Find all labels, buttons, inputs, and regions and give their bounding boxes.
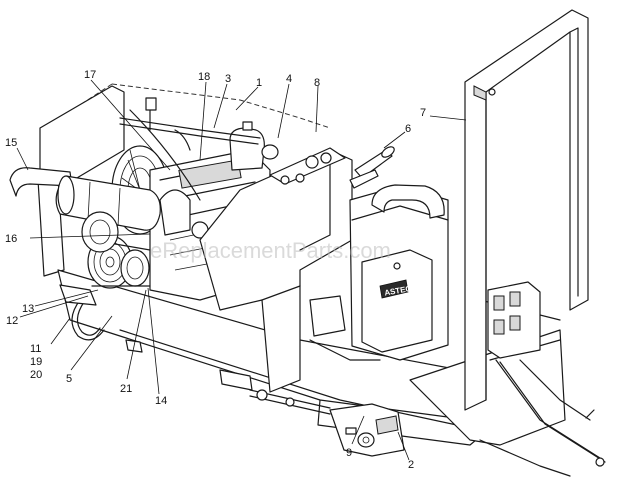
callout-3: 3 xyxy=(225,73,231,85)
callout-6: 6 xyxy=(405,123,411,135)
operator-console: ASTEC xyxy=(349,184,449,361)
callout-16: 16 xyxy=(5,233,17,245)
callout-21: 21 xyxy=(120,383,132,395)
callout-14: 14 xyxy=(155,395,167,407)
callout-11: 11 xyxy=(30,343,41,355)
control-housing xyxy=(199,146,395,393)
callout-labels: 1 2 3 4 5 6 7 8 9 11 12 13 14 15 16 17 1… xyxy=(5,69,426,471)
callout-15: 15 xyxy=(5,137,17,149)
callout-7: 7 xyxy=(420,107,426,119)
callout-5: 5 xyxy=(66,373,72,385)
coolant-reservoir xyxy=(229,121,279,171)
callout-18: 18 xyxy=(198,71,210,83)
muffler xyxy=(9,167,161,231)
astec-badge xyxy=(379,279,409,299)
callout-20: 20 xyxy=(30,369,42,381)
hydraulic-valves xyxy=(479,281,606,477)
alternator-pulleys xyxy=(59,211,151,341)
callout-12: 12 xyxy=(6,315,18,327)
callout-4: 4 xyxy=(286,73,292,85)
callout-2: 2 xyxy=(408,459,414,471)
callout-19: 19 xyxy=(30,356,42,368)
roll-bar xyxy=(464,9,589,411)
callout-13: 13 xyxy=(22,303,34,315)
callout-8: 8 xyxy=(314,77,320,89)
lower-pump xyxy=(329,403,405,457)
drive-linkage xyxy=(249,295,381,415)
callout-9: 9 xyxy=(346,447,352,459)
callout-17: 17 xyxy=(84,69,96,81)
leader-lines xyxy=(16,79,467,461)
upper-pipes xyxy=(119,97,261,201)
callout-1: 1 xyxy=(256,77,262,89)
watermark: eReplacementParts.com xyxy=(150,238,391,263)
